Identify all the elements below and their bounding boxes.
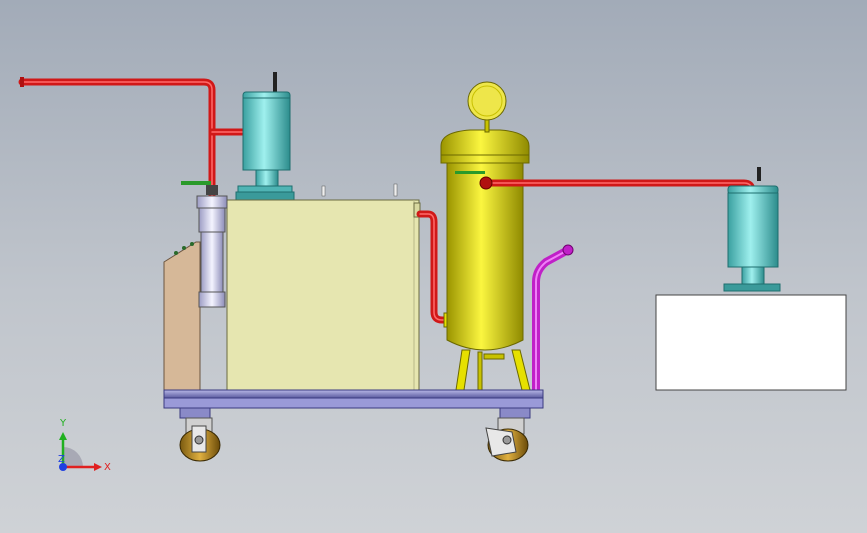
control-panel — [163, 241, 201, 391]
y-axis-label: Y — [59, 418, 67, 429]
left-filter — [181, 181, 228, 308]
vent-pin — [321, 185, 326, 197]
connector-pipe — [416, 210, 450, 324]
vent-pin — [393, 183, 398, 197]
vessel — [440, 129, 531, 391]
pressure-gauge — [467, 81, 507, 133]
z-axis-label: Z — [58, 454, 65, 465]
coordinate-triad: Y X Z — [58, 418, 111, 473]
caster-left — [179, 417, 221, 462]
main-pipe — [18, 78, 270, 202]
drain-pipe — [532, 244, 574, 394]
right-filter — [723, 167, 781, 292]
base-block — [655, 294, 847, 391]
cabinet — [226, 183, 421, 391]
z-axis-dot — [59, 463, 67, 471]
vessel-valve — [455, 171, 485, 174]
filter-stem — [273, 72, 277, 92]
cart-frame — [163, 389, 544, 419]
tall-filter — [235, 72, 295, 201]
caster-right — [485, 417, 529, 462]
x-axis-label: X — [104, 462, 111, 473]
valve-handle — [181, 181, 211, 185]
pipe-end-cap — [20, 77, 24, 87]
